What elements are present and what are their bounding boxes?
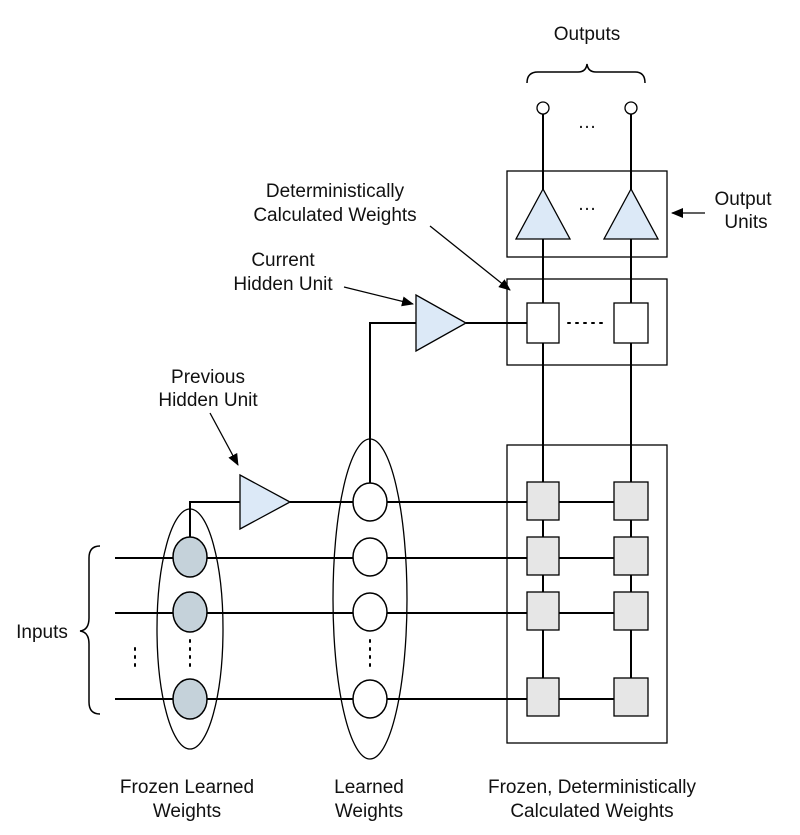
weight-square (613, 591, 649, 631)
det-weights-label-line2: Calculated Weights (253, 205, 416, 226)
weight-square (526, 591, 560, 631)
learned-weights-ellipse (332, 438, 408, 760)
output-units-ellipsis: … (578, 194, 597, 215)
hidden-wires (189, 322, 640, 539)
learned-label-line1: Learned (334, 777, 404, 798)
deterministic-weight-n (613, 302, 649, 344)
frozen-weight-node (172, 678, 208, 720)
frozen-deterministic-weights (526, 481, 649, 717)
current-hidden-label-line2: Hidden Unit (233, 274, 333, 295)
frozen-learned-weights-ellipse (156, 508, 224, 750)
frozen-learned-weights (172, 536, 208, 720)
weight-square (613, 536, 649, 576)
current-hidden-arrow (343, 286, 414, 307)
output-units-label-line2: Units (724, 212, 767, 233)
current-hidden-unit (415, 293, 468, 353)
frozen-weight-node (172, 536, 208, 578)
inputs-brace (79, 545, 101, 715)
outputs-ellipsis: … (578, 112, 597, 133)
output-unit-1 (514, 187, 572, 240)
current-hidden-label-line1: Current (251, 250, 315, 271)
learned-weights (352, 482, 388, 719)
weight-square (526, 677, 560, 717)
deterministic-weight-1 (526, 302, 560, 344)
learned-weight-node (352, 537, 388, 577)
inputs-label: Inputs (16, 622, 68, 643)
det-weights-label-line1: Deterministically (266, 181, 405, 202)
frozen-deterministic-weights-box (506, 444, 668, 744)
output-node-1 (536, 101, 550, 115)
output-unit-n (602, 187, 660, 240)
learned-label-line2: Weights (335, 801, 403, 822)
weight-square (613, 481, 649, 521)
frozen-det-label-line2: Calculated Weights (510, 801, 673, 822)
output-units-box (506, 170, 668, 258)
frozen-learned-label-line2: Weights (153, 801, 221, 822)
previous-hidden-unit (239, 473, 292, 531)
det-weights-arrow (429, 225, 511, 291)
weight-square (613, 677, 649, 717)
output-node-n (624, 101, 638, 115)
outputs-label: Outputs (554, 24, 621, 45)
learned-weight-node (352, 592, 388, 632)
previous-hidden-label-line2: Hidden Unit (158, 390, 258, 411)
previous-hidden-input-wire (189, 501, 240, 539)
previous-hidden-label-line1: Previous (171, 367, 245, 388)
frozen-learned-label-line1: Frozen Learned (120, 777, 254, 798)
weight-square (526, 481, 560, 521)
outputs-brace (526, 63, 646, 84)
output-units-label-line1: Output (714, 189, 772, 210)
learned-weight-node (352, 482, 388, 522)
previous-hidden-arrow (209, 412, 239, 466)
deterministic-weights-box (506, 278, 668, 366)
frozen-det-label-line1: Frozen, Deterministically (488, 777, 696, 798)
current-hidden-input-wire (369, 322, 416, 483)
weight-square (526, 536, 560, 576)
frozen-weight-node (172, 591, 208, 633)
learned-weight-node (352, 679, 388, 719)
